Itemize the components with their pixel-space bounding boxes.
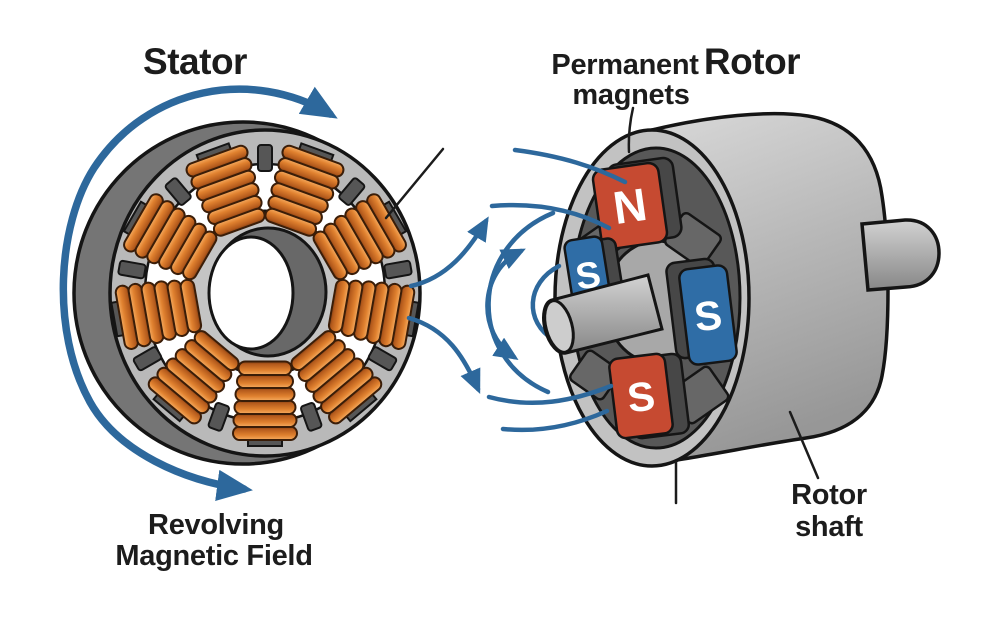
field-line bbox=[512, 147, 628, 185]
field-line bbox=[408, 216, 489, 289]
rotor-label: Rotor bbox=[704, 41, 800, 82]
field-arc-outer bbox=[486, 210, 556, 395]
permanent-magnets-label-line2: magnets bbox=[572, 79, 689, 111]
rotor-shaft-leader-line bbox=[788, 410, 820, 480]
front-shaft-cap bbox=[543, 299, 575, 354]
field-arc-middle bbox=[485, 248, 526, 360]
leader-lines bbox=[384, 106, 820, 505]
stator-leader-line bbox=[384, 147, 445, 220]
revolving-field-label-line2: Magnetic Field bbox=[115, 540, 312, 572]
permanent-magnets-label-line1: Permanent bbox=[551, 49, 699, 81]
magnet-s-bottom-face bbox=[608, 352, 674, 440]
magnet-s-bottom: S bbox=[608, 352, 691, 440]
magnet-n-face bbox=[591, 161, 669, 251]
magnet-n: N bbox=[591, 156, 683, 251]
revolving-field-label-line1: Revolving bbox=[148, 509, 284, 541]
field-line bbox=[406, 315, 481, 394]
stator-hole bbox=[207, 235, 295, 351]
stator-assembly bbox=[72, 120, 422, 466]
magnet-s-right-letter: S bbox=[692, 291, 725, 340]
revolving-field-arrow bbox=[59, 85, 338, 502]
rotor-shaft-stub bbox=[860, 218, 941, 292]
magnet-s-right-face bbox=[678, 264, 738, 366]
rotor-shaft-label-line2: shaft bbox=[795, 511, 863, 543]
magnetic-field-lines bbox=[406, 147, 628, 433]
field-line bbox=[489, 202, 612, 231]
magnet-n-letter: N bbox=[610, 178, 650, 234]
rotor-front-shaft bbox=[542, 273, 664, 355]
magnet-s-bottom-letter: S bbox=[625, 372, 658, 421]
magnets-leader-line bbox=[627, 106, 635, 154]
magnet-s-right: S bbox=[665, 257, 738, 366]
stator-label: Stator bbox=[143, 41, 247, 82]
rotor-shaft-label-line1: Rotor bbox=[791, 479, 867, 511]
field-line bbox=[486, 383, 614, 406]
field-line bbox=[500, 408, 610, 433]
